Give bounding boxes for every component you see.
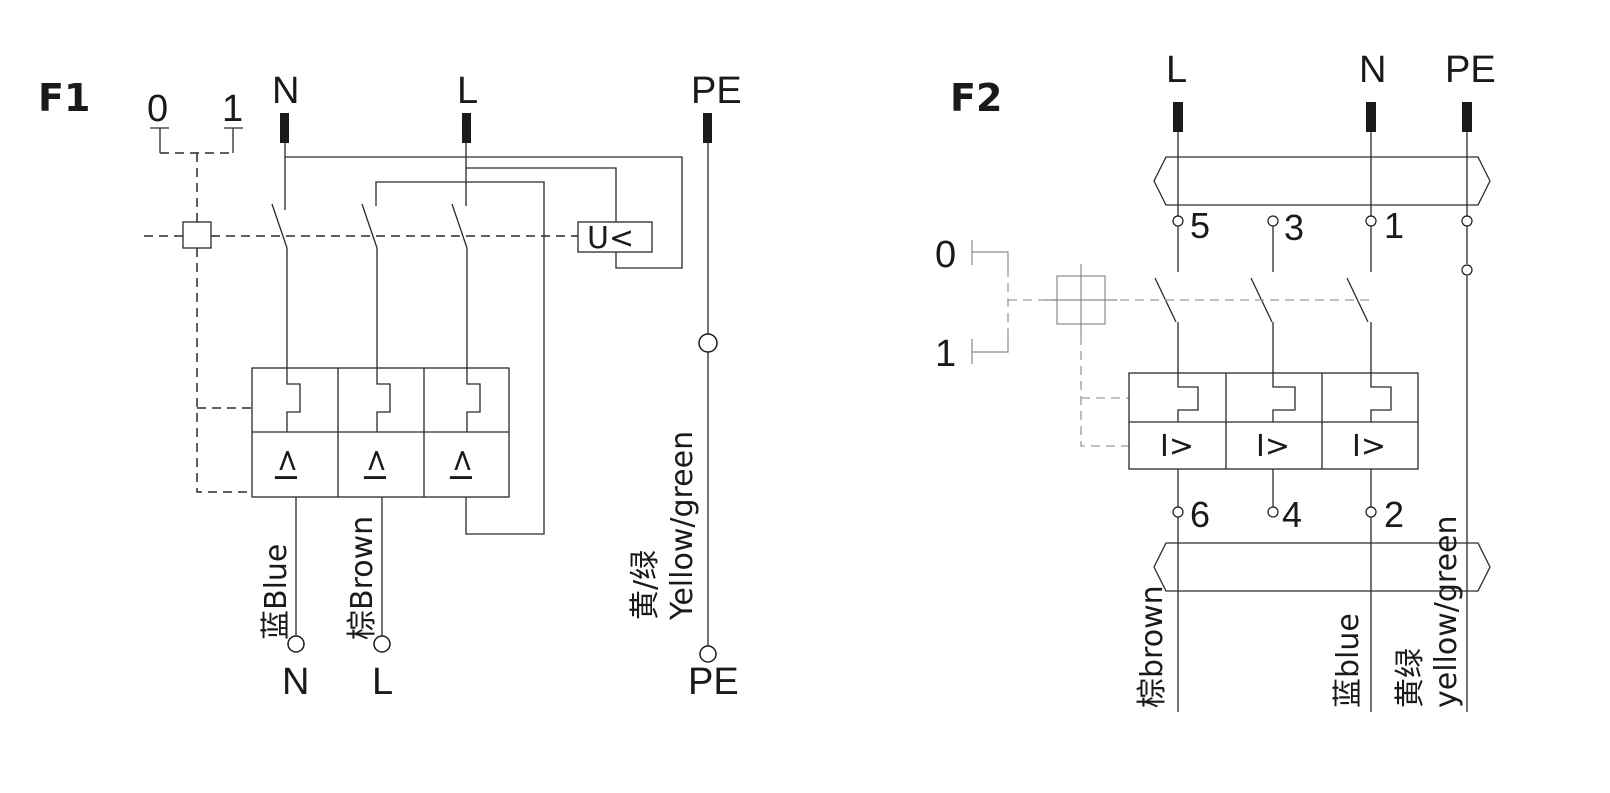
f1-thermal-trip-1 xyxy=(286,368,301,432)
f2-top-l-label: L xyxy=(1166,49,1187,91)
f1-terminal-pe xyxy=(703,113,712,143)
f2-thermal-trip-2 xyxy=(1272,373,1296,422)
f2-terminal-l xyxy=(1173,102,1183,132)
f2-top-cable-sheath xyxy=(1153,156,1491,206)
f1-manual-switch-linkage xyxy=(144,127,578,493)
f2-terminal-3 xyxy=(1267,215,1279,227)
f1-switch-on-label: 1 xyxy=(222,88,243,130)
f1-operating-mechanism xyxy=(182,221,212,249)
f2-magnetic-trip-1: I> xyxy=(1160,429,1194,464)
f2-terminal-n xyxy=(1366,102,1376,132)
f1-undervoltage-label: U< xyxy=(587,221,634,256)
f1-protection-block: I> I> I> xyxy=(251,367,510,498)
f1-pe-junction xyxy=(698,333,718,353)
f1-top-pe-label: PE xyxy=(691,70,742,112)
f1-wire-pe-cn-label: 黄/绿 xyxy=(628,550,663,620)
f1-terminal-l xyxy=(462,113,471,143)
f1-undervoltage-release xyxy=(577,221,653,253)
f1-output-terminal-n xyxy=(287,635,305,653)
f2-top-n-label: N xyxy=(1359,49,1386,91)
f2-title: F2 xyxy=(950,76,1002,120)
f2-wire-blue-label: 蓝blue xyxy=(1331,613,1366,708)
f2-wire-brown-label: 棕brown xyxy=(1135,585,1170,708)
f1-bottom-l-label: L xyxy=(372,661,393,703)
f1-magnetic-trip-3: I> xyxy=(445,448,480,482)
f2-switch-on-label: 1 xyxy=(935,333,956,375)
f2-term-4-label: 4 xyxy=(1282,494,1302,535)
f2-term-2-label: 2 xyxy=(1384,494,1404,535)
f2-wire-pe-en-label: yellow/green xyxy=(1429,515,1464,708)
f2-terminal-1 xyxy=(1365,215,1377,227)
f1-thermal-trip-3 xyxy=(466,368,481,432)
f2-term-5-label: 5 xyxy=(1190,205,1210,246)
f2-pe-junction xyxy=(1461,264,1473,276)
f2-terminal-pe-top xyxy=(1461,215,1473,227)
f1-terminal-n xyxy=(280,113,289,143)
f2-terminal-4 xyxy=(1267,506,1279,518)
f2-terminal-6 xyxy=(1172,506,1184,518)
f1-wire-pe-en-label: Yellow/green xyxy=(665,431,700,621)
f1-output-terminal-pe xyxy=(699,645,717,663)
f2-terminal-5 xyxy=(1172,215,1184,227)
f2-protection-block: I> I> I> xyxy=(1128,372,1419,470)
f2-manual-switch-linkage xyxy=(971,240,1372,447)
f1-output-terminal-l xyxy=(373,635,391,653)
f2-thermal-trip-3 xyxy=(1370,373,1392,422)
f2-thermal-trip-1 xyxy=(1177,373,1199,422)
f2-term-1-label: 1 xyxy=(1384,205,1404,246)
diagram-f1: F1 0 1 N L PE xyxy=(38,70,742,703)
f1-magnetic-trip-1: I> xyxy=(270,448,305,482)
f2-term-3-label: 3 xyxy=(1284,207,1304,248)
f1-top-l-label: L xyxy=(457,70,478,112)
f2-terminal-2 xyxy=(1365,506,1377,518)
f2-bottom-cable-sheath xyxy=(1153,542,1491,592)
f2-top-pe-label: PE xyxy=(1445,49,1496,91)
diagram-f2: F2 L N PE 5 3 1 0 1 xyxy=(935,49,1496,712)
f1-top-n-label: N xyxy=(272,70,299,112)
f2-term-6-label: 6 xyxy=(1190,494,1210,535)
f2-wire-pe-cn-label: 黄绿 xyxy=(1393,648,1428,708)
f1-bottom-n-label: N xyxy=(282,661,309,703)
f1-magnetic-trip-2: I> xyxy=(359,448,394,482)
f1-title: F1 xyxy=(38,76,90,120)
f2-magnetic-trip-3: I> xyxy=(1352,429,1386,464)
f2-terminal-pe xyxy=(1462,102,1472,132)
f1-wire-brown-label: 棕Brown xyxy=(345,516,380,640)
f1-bottom-pe-label: PE xyxy=(688,661,739,703)
f2-switch-off-label: 0 xyxy=(935,234,956,276)
f1-wire-blue-label: 蓝Blue xyxy=(259,544,294,640)
f1-thermal-trip-2 xyxy=(376,368,391,432)
f1-switch-off-label: 0 xyxy=(147,88,168,130)
f2-magnetic-trip-2: I> xyxy=(1256,429,1290,464)
